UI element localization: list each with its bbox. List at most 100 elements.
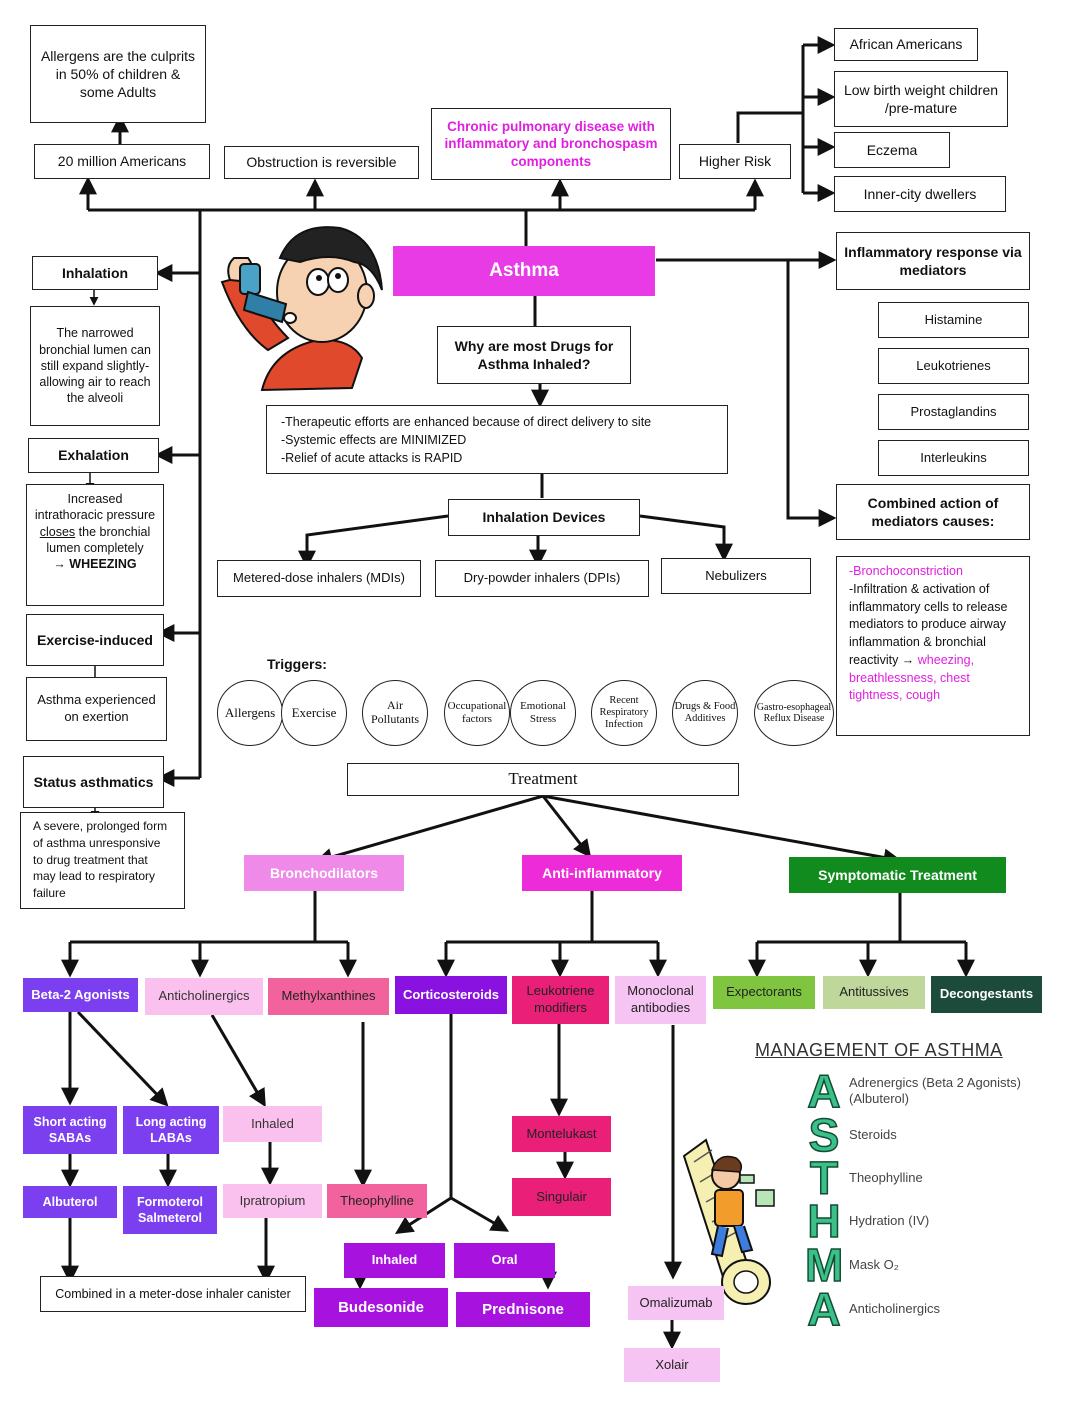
management-row-adrenergics: A Adrenergics (Beta 2 Agonists) (Albuter… <box>805 1065 1039 1117</box>
xolair-box: Xolair <box>624 1348 720 1382</box>
inhalation-text: Inhalation <box>61 264 129 281</box>
methylxanthines-box: Methylxanthines <box>268 978 389 1015</box>
device-nebulizers: Nebulizers <box>661 558 811 594</box>
reason-text: -Relief of acute attacks is RAPID <box>281 451 463 466</box>
prednisone-text: Prednisone <box>482 1300 564 1318</box>
trigger-allergens: Allergens <box>217 680 283 746</box>
mediator-text: Interleukins <box>920 449 987 465</box>
mediator-prostaglandins: Prostaglandins <box>878 394 1029 430</box>
why-inhaled-text: Why are most Drugs for Asthma Inhaled? <box>454 337 614 372</box>
inhaled-corticosteroid-box: Inhaled <box>344 1243 445 1278</box>
beta2-agonists-box: Beta-2 Agonists <box>23 978 138 1012</box>
management-item-text: Theophylline <box>849 1170 923 1186</box>
management-letter: A <box>807 1283 842 1335</box>
decongestants-text: Decongestants <box>939 986 1034 1002</box>
status-asthmatics-text: Status asthmatics <box>33 773 154 790</box>
inhalation-note-box: The narrowed bronchial lumen can still e… <box>30 306 160 426</box>
inhaled-corticosteroid-text: Inhaled <box>371 1252 418 1268</box>
management-item-text: Steroids <box>849 1127 897 1143</box>
montelukast-text: Montelukast <box>526 1125 597 1141</box>
higher-risk-box: Higher Risk <box>679 144 791 179</box>
exhalation-note-text: the bronchial lumen completely <box>46 524 151 555</box>
status-asthmatics-box: Status asthmatics <box>23 756 164 808</box>
exhalation-note-box: Increased intrathoracic pressure closes … <box>26 484 164 606</box>
montelukast-box: Montelukast <box>512 1116 611 1152</box>
exercise-induced-box: Exercise-induced <box>26 614 164 666</box>
trigger-text: Recent Respiratory Infection <box>599 694 649 731</box>
risk-inner-city: Inner-city dwellers <box>834 176 1006 212</box>
risk-group-text: African Americans <box>849 36 963 53</box>
theophylline-box: Theophylline <box>327 1184 427 1218</box>
inhalation-note-text: The narrowed bronchial lumen can still e… <box>39 326 151 406</box>
trigger-drugs-food: Drugs & Food Additives <box>672 680 738 746</box>
theophylline-text: Theophylline <box>340 1192 414 1208</box>
device-mdi: Metered-dose inhalers (MDIs) <box>217 560 421 597</box>
exhalation-box: Exhalation <box>28 438 159 473</box>
bronchodilators-text: Bronchodilators <box>269 864 379 881</box>
person-inhaler-illustration <box>220 226 383 392</box>
reason-text: -Therapeutic efforts are enhanced becaus… <box>281 415 652 429</box>
trigger-text: Occupational factors <box>447 700 507 725</box>
management-row-hydration: H Hydration (IV) <box>805 1197 930 1245</box>
inflammatory-response-text: Inflammatory response via mediators <box>844 243 1022 278</box>
obstruction-box: Obstruction is reversible <box>224 146 419 179</box>
effect-symptoms: wheezing, breathlessness, chest tightnes… <box>849 652 975 703</box>
corticosteroids-text: Corticosteroids <box>402 986 500 1002</box>
device-text: Metered-dose inhalers (MDIs) <box>233 570 405 586</box>
combined-mdi-box: Combined in a meter-dose inhaler caniste… <box>40 1276 306 1312</box>
exercise-induced-text: Exercise-induced <box>37 631 153 648</box>
bronchodilators-box: Bronchodilators <box>244 855 404 891</box>
higher-risk-text: Higher Risk <box>698 153 772 170</box>
trigger-text: Exercise <box>291 704 337 720</box>
trigger-gerd: Gastro-esophageal Reflux Disease <box>754 680 834 746</box>
anti-inflammatory-box: Anti-inflammatory <box>522 855 682 891</box>
symptomatic-treatment-box: Symptomatic Treatment <box>789 857 1006 893</box>
triggers-label: Triggers: <box>267 656 327 672</box>
formoterol-salmeterol-box: Formoterol Salmeterol <box>123 1186 217 1234</box>
inhalation-devices-box: Inhalation Devices <box>448 499 640 536</box>
expectorants-text: Expectorants <box>726 984 802 1000</box>
trigger-text: Drugs & Food Additives <box>674 700 736 724</box>
formoterol-salmeterol-text: Formoterol Salmeterol <box>137 1194 203 1225</box>
risk-group-text: Inner-city dwellers <box>863 185 977 202</box>
chronic-disease-text: Chronic pulmonary disease with inflammat… <box>444 118 658 169</box>
short-acting-box: Short acting SABAs <box>23 1106 117 1154</box>
twenty-million-text: 20 million Americans <box>57 153 187 170</box>
status-note-text: A severe, prolonged form of asthma unres… <box>33 819 168 901</box>
trigger-occupational: Occupational factors <box>444 680 510 746</box>
trigger-text: Allergens <box>224 704 276 720</box>
mediator-histamine: Histamine <box>878 302 1029 338</box>
exhalation-text: Exhalation <box>58 447 129 464</box>
risk-eczema: Eczema <box>834 132 950 168</box>
anticholinergics-text: Anticholinergics <box>158 988 250 1004</box>
trigger-text: Gastro-esophageal Reflux Disease <box>756 701 832 725</box>
device-text: Dry-powder inhalers (DPIs) <box>463 570 621 586</box>
management-item-text: Hydration (IV) <box>849 1213 930 1229</box>
short-acting-text: Short acting SABAs <box>33 1114 107 1145</box>
budesonide-box: Budesonide <box>314 1288 448 1327</box>
management-item-text: Adrenergics (Beta 2 Agonists) (Albuterol… <box>849 1075 1021 1106</box>
mediator-text: Leukotrienes <box>916 357 991 373</box>
antitussives-box: Antitussives <box>823 976 925 1009</box>
monoclonal-antibodies-text: Monoclonal antibodies <box>627 983 694 1015</box>
inflammatory-response-box: Inflammatory response via mediators <box>836 232 1030 290</box>
reasons-box: -Therapeutic efforts are enhanced becaus… <box>266 405 728 474</box>
child-spacer-illustration <box>682 1138 775 1305</box>
trigger-text: Air Pollutants <box>370 698 419 726</box>
omalizumab-box: Omalizumab <box>628 1286 724 1320</box>
mediator-leukotrienes: Leukotrienes <box>878 348 1029 384</box>
device-dpi: Dry-powder inhalers (DPIs) <box>435 560 649 597</box>
management-row-anticholinergics: A Anticholinergics <box>805 1283 940 1335</box>
albuterol-text: Albuterol <box>42 1194 98 1209</box>
management-letter: A <box>807 1065 842 1117</box>
treatment-box: Treatment <box>347 763 739 796</box>
prednisone-box: Prednisone <box>456 1292 590 1327</box>
risk-group-text: Low birth weight children /pre-mature <box>843 81 999 116</box>
singulair-box: Singulair <box>512 1178 611 1216</box>
anti-inflammatory-text: Anti-inflammatory <box>542 864 662 881</box>
oral-corticosteroid-box: Oral <box>454 1243 555 1278</box>
management-letter: M <box>804 1239 844 1291</box>
management-item-text: Mask O₂ <box>849 1257 899 1273</box>
trigger-emotional-stress: Emotional Stress <box>510 680 576 746</box>
